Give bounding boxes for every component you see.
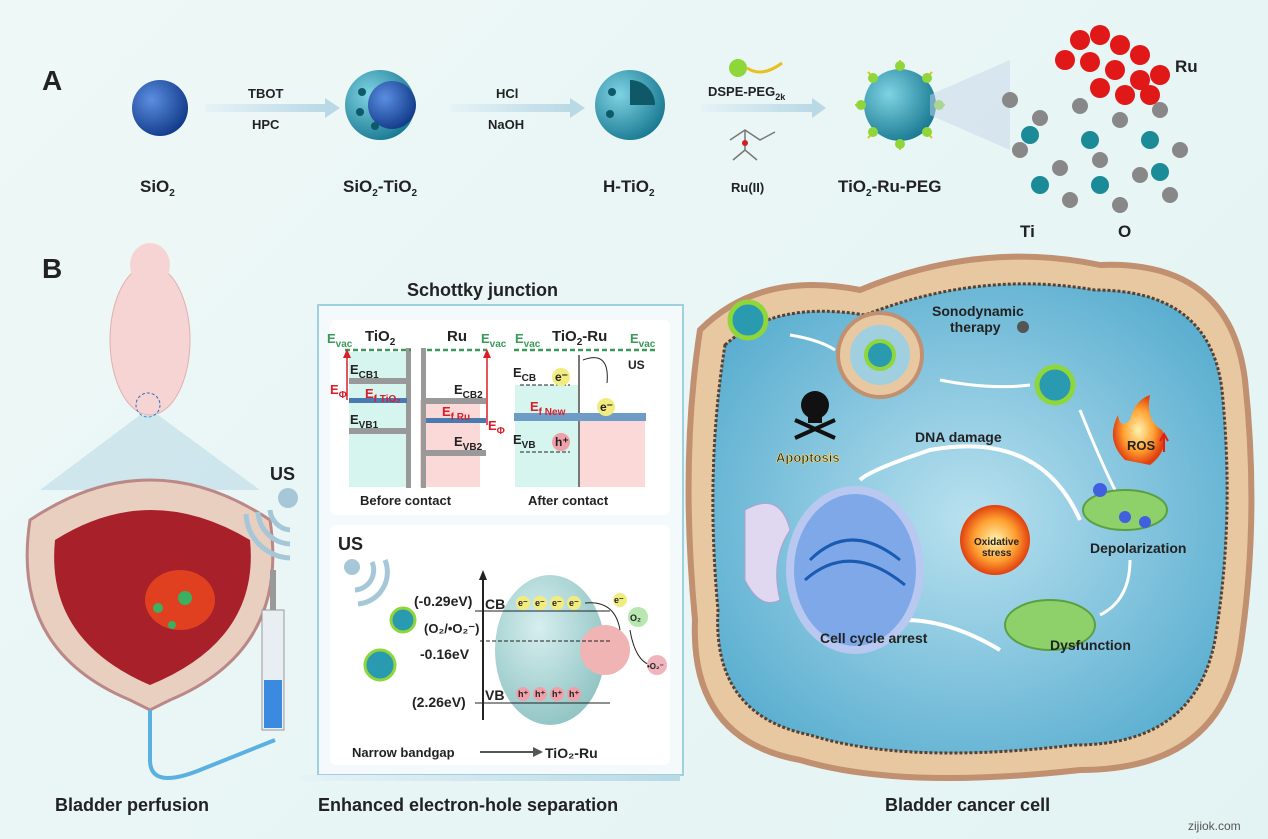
bladder-perfusion-caption: Bladder perfusion [55,795,209,815]
mouse-illustration [40,243,260,490]
superoxide: •O₂⁻ [647,662,664,671]
ros-fire-icon [1112,395,1165,465]
dysfunction-label: Dysfunction [1050,637,1131,653]
endocytosis-vesicle [836,311,924,399]
mitochondrion-healthy [1082,489,1168,531]
svg-text:h⁺: h⁺ [535,689,545,699]
vb-energy-value: (2.26eV) [412,694,466,710]
svg-text:e⁻: e⁻ [552,598,562,608]
arrow-tbot: TBOT HPC [205,86,340,132]
ru-atom-label: Ru [1175,57,1198,76]
syringe [261,570,285,731]
svg-text:e⁻: e⁻ [569,598,579,608]
redox-couple: (O₂/•O₂⁻) [424,621,479,636]
oxidative-stress-fire [960,505,1030,575]
svg-text:h⁺: h⁺ [569,689,579,699]
electron-hole-caption: Enhanced electron-hole separation [318,795,618,815]
sio2-tio2-label: SiO2-TiO2 [343,177,418,199]
depolarization-label: Depolarization [1090,540,1186,556]
bladder-cancer-cell-caption: Bladder cancer cell [885,795,1050,815]
evac-label-3: Evac [515,331,541,350]
ru-particle [580,625,630,675]
o-atom-label: O [1118,222,1131,241]
arrow-dna-damage [858,444,1082,521]
free-electron: e⁻ [614,595,624,605]
ultrasound-waves-icon [243,488,298,561]
cb-energy-value: (-0.29eV) [414,593,472,609]
tio2-ru-label-schottky: TiO2-Ru [552,328,607,348]
nanoparticle [363,648,397,682]
golgi-apparatus [744,502,791,603]
ru-label-schottky: Ru [447,328,467,345]
panel-b-label: B [42,253,62,284]
electron-2: e⁻ [600,400,613,414]
redox-value: -0.16eV [420,646,470,662]
us-label-band: US [338,534,363,554]
us-label-schottky: US [628,358,645,372]
svg-text:e⁻: e⁻ [535,598,545,608]
vb-holes: h⁺ h⁺ h⁺ h⁺ [516,687,581,701]
svg-text:DSPE-PEG2k: DSPE-PEG2k [708,84,786,102]
evac-label-1: Evac [327,331,353,350]
nanoparticle-inside [1034,364,1076,406]
nucleus [786,486,924,654]
hole: h⁺ [555,435,569,449]
narrow-bandgap-label: Narrow bandgap [352,745,455,760]
vb-label: VB [485,687,504,703]
tio2-label-schottky: TiO2 [365,328,396,348]
svg-text:NaOH: NaOH [488,117,524,132]
svg-text:e⁻: e⁻ [518,598,528,608]
sio2-tio2-sphere [345,70,416,140]
electron-1: e⁻ [555,370,568,384]
watermark: zijiok.com [1188,819,1241,833]
nanoparticle-outside [727,299,769,341]
tio2-ru-peg-nanoparticle [855,60,1010,150]
ros-label: ROS [1127,438,1156,453]
us-label-left: US [270,464,295,484]
stress-label: stress [982,548,1012,559]
before-contact-label: Before contact [360,493,452,508]
nanoparticle-small [389,606,417,634]
cell-cycle-arrest-label: Cell cycle arrest [820,630,928,646]
sdt-label: Sonodynamic [932,303,1024,319]
svg-text:TBOT: TBOT [248,86,283,101]
schottky-title: Schottky junction [407,280,558,300]
arrow-dspe-peg: DSPE-PEG2k Ru(II) [700,59,826,195]
increase-arrow-icon [1159,431,1169,452]
bladder-illustration [25,478,276,780]
oxygen: O₂ [630,613,641,623]
apoptosis-label: Apoptosis [776,450,840,465]
ultrasound-waves-icon-2 [344,559,390,607]
tio2-ru-peg-label: TiO2-Ru-PEG [838,177,941,199]
svg-text:Ru(II): Ru(II) [731,180,764,195]
sdt-label-2: therapy [950,319,1001,335]
after-contact-label: After contact [528,493,609,508]
mitochondrion-damaged [1004,599,1096,651]
cb-electrons: e⁻ e⁻ e⁻ e⁻ [516,596,581,610]
tio2-ru-footer: TiO₂-Ru [545,745,598,761]
svg-text:HCl: HCl [496,86,518,101]
h-tio2-label: H-TiO2 [603,177,655,199]
ultrasound-source-icon [1017,321,1029,333]
svg-text:HPC: HPC [252,117,280,132]
arrow-hcl: HCl NaOH [450,86,585,132]
sio2-sphere [132,80,188,136]
evac-label-2: Evac [481,331,507,350]
sio2-label: SiO2 [140,177,175,199]
ti-atom-label: Ti [1020,222,1035,241]
cb-label: CB [485,596,505,612]
evac-label-4: Evac [630,331,656,350]
svg-text:h⁺: h⁺ [552,689,562,699]
h-tio2-sphere [595,70,665,140]
panel-a-label: A [42,65,62,96]
dna-damage-label: DNA damage [915,429,1002,445]
skull-icon [794,391,836,440]
oxidative-label: Oxidative [974,537,1019,548]
crystal-structure [1002,25,1188,213]
svg-text:h⁺: h⁺ [518,689,528,699]
